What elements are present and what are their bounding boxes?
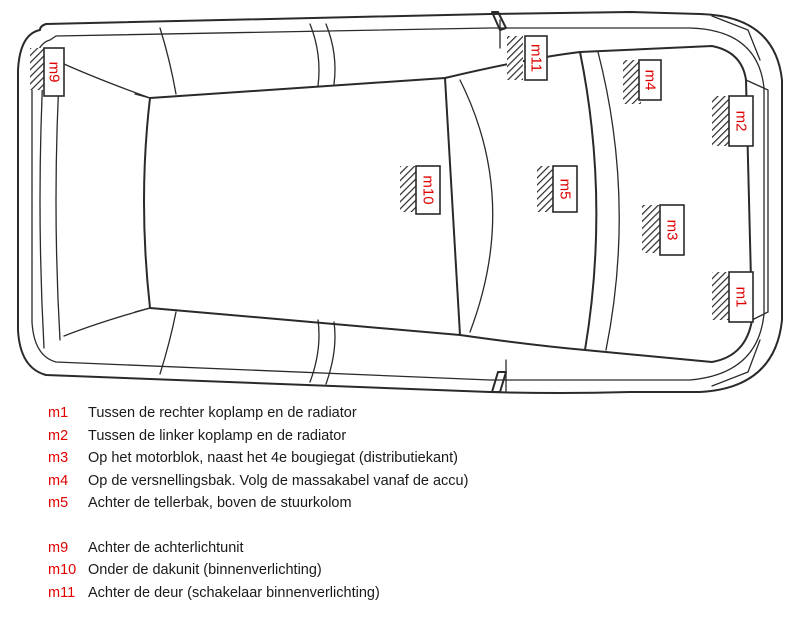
marker-m10: m10 [400, 165, 441, 215]
legend-item-m11: m11 Achter de deur (schakelaar binnenverl… [48, 582, 468, 605]
marker-m4: m4 [623, 59, 662, 104]
marker-label: m11 [528, 44, 545, 72]
legend-text: Achter de deur (schakelaar binnenverlich… [88, 584, 380, 601]
legend-code: m4 [48, 472, 69, 489]
legend-item-m4: m4 Op de versnellingsbak. Volg de massaka… [48, 470, 468, 493]
marker-label: m4 [642, 70, 659, 91]
legend-text: Op het motorblok, naast het 4e bougiegat… [88, 450, 458, 466]
marker-m11: m11 [507, 35, 548, 81]
legend-code: m5 [48, 495, 69, 511]
legend-text: Achter de tellerbak, boven de stuurkolom [88, 495, 352, 511]
legend-text: Tussen de rechter koplamp en de radiator [88, 405, 357, 421]
marker-label: m2 [733, 111, 750, 132]
marker-m1: m1 [712, 271, 754, 323]
legend-text: Achter de achterlichtunit [88, 539, 244, 556]
legend-item-m10: m10 Onder de dakunit (binnenverlichting) [48, 559, 468, 582]
legend-text: Op de versnellingsbak. Volg de massakabe… [88, 472, 469, 489]
marker-label: m5 [557, 179, 574, 200]
marker-label: m1 [733, 287, 750, 308]
legend-code: m3 [48, 450, 69, 466]
legend-text: Onder de dakunit (binnenverlichting) [88, 562, 322, 578]
marker-m5: m5 [537, 165, 578, 213]
legend-item-m2: m2 Tussen de linker koplamp en de radiato… [48, 425, 468, 448]
marker-label: m3 [664, 220, 681, 241]
legend-item-m5: m5 Achter de tellerbak, boven de stuurkol… [48, 492, 468, 515]
marker-m3: m3 [642, 204, 685, 256]
legend-code: m9 [48, 539, 69, 556]
legend-item-m1: m1 Tussen de rechter koplamp en de radiat… [48, 402, 468, 425]
legend-code: m10 [48, 562, 77, 578]
legend-code: m1 [48, 405, 69, 421]
legend-code: m11 [48, 584, 76, 601]
marker-m9: m9 [30, 47, 65, 97]
legend-code: m2 [48, 427, 69, 444]
car-top-view-diagram: m9 m11 m4 m2 m10 m5 m3 m1 [17, 11, 783, 394]
marker-label: m9 [46, 62, 63, 83]
legend: m1 Tussen de rechter koplamp en de radiat… [48, 402, 468, 604]
marker-label: m10 [420, 175, 437, 204]
legend-item-m3: m3 Op het motorblok, naast het 4e bougieg… [48, 447, 468, 470]
legend-item-m9: m9 Achter de achterlichtunit [48, 537, 468, 560]
legend-text: Tussen de linker koplamp en de radiator [88, 427, 347, 444]
marker-m2: m2 [712, 95, 754, 147]
